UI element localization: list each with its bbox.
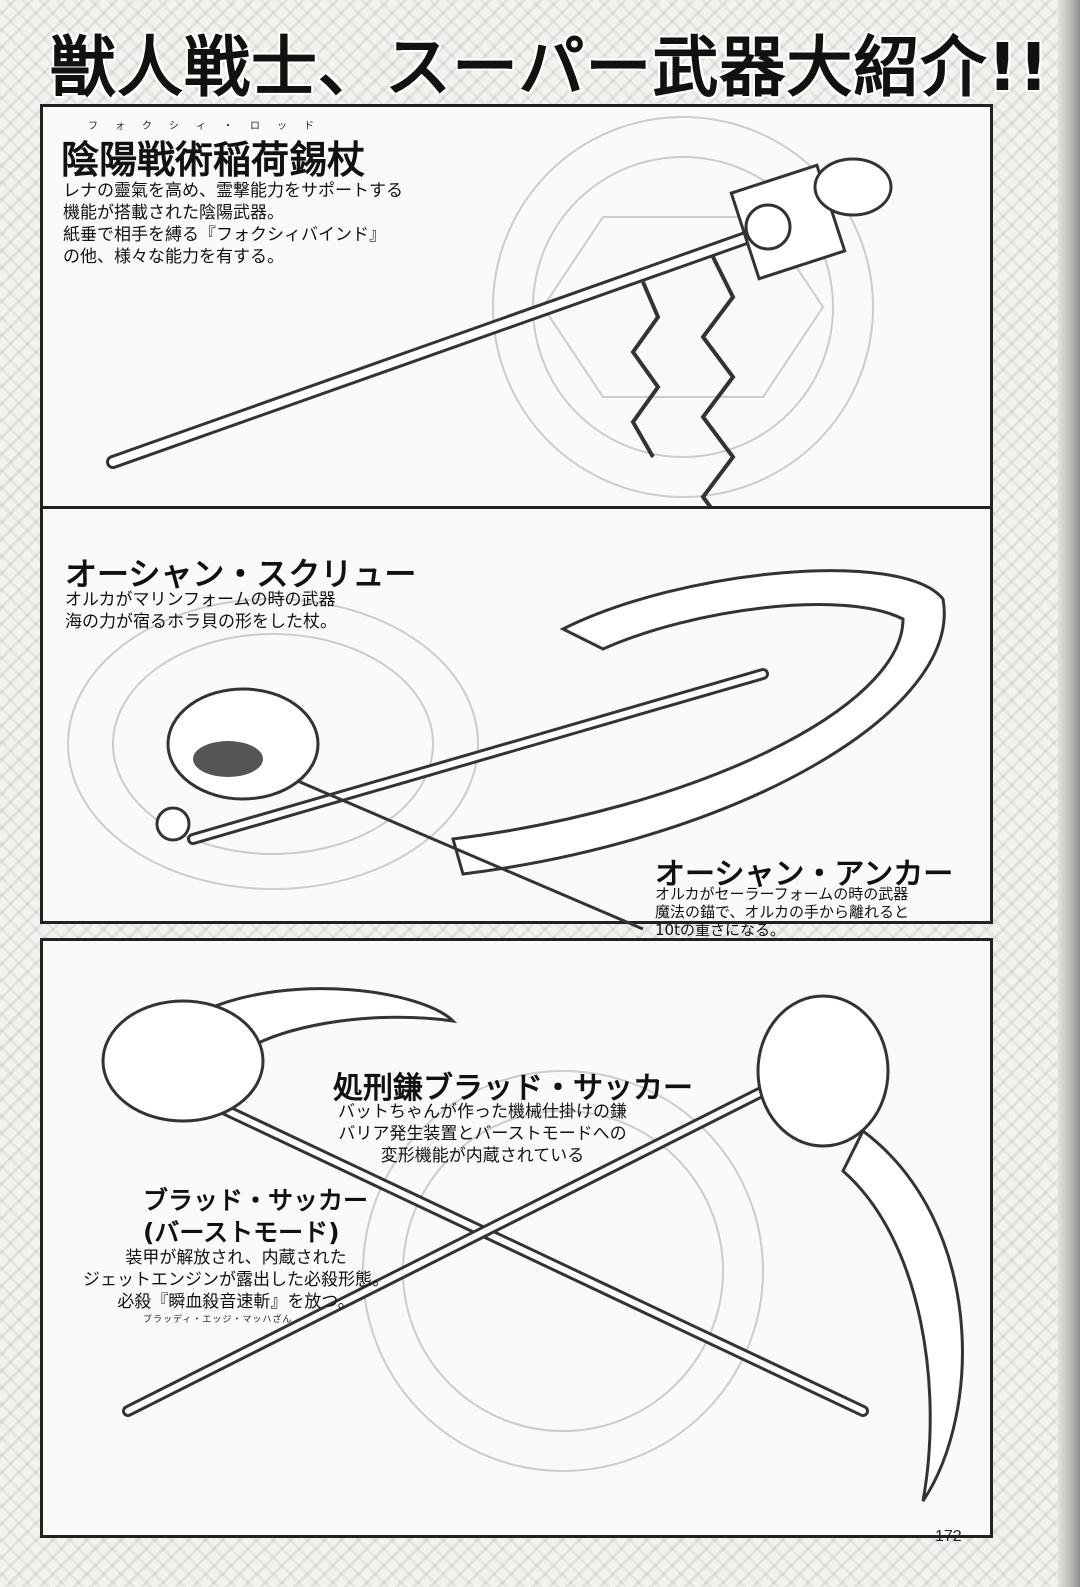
page-title: 獣人戦士、スーパー武器大紹介!! — [50, 29, 1050, 106]
burst-mode-head — [101, 999, 265, 1123]
anchor-shaft — [292, 777, 644, 931]
foxy-rod-description: レナの靈氣を高め、霊撃能力をサポートする 機能が搭載された陰陽武器。 紙垂で相手… — [63, 181, 403, 267]
fox-figure — [813, 157, 893, 217]
panel-foxy-rod: フォクシィ・ロッド 陰陽戦術稲荷錫杖 レナの靈氣を高め、霊撃能力をサポートする … — [40, 104, 993, 579]
foxy-rod-name: 陰陽戦術稲荷錫杖 — [61, 138, 366, 182]
scythe-blade-burst — [200, 987, 458, 1053]
ocean-weapons-illustration — [67, 569, 946, 931]
staff-end-cap — [155, 806, 191, 842]
conch-opening — [193, 741, 263, 777]
blood-sucker-illustration — [101, 987, 964, 1502]
book-spine-edge — [1058, 0, 1080, 1587]
anchor-blade — [451, 569, 946, 876]
magic-circle-ocean — [67, 598, 479, 890]
magic-circle-bat — [362, 1070, 764, 1472]
blood-sucker-name: 処刑鎌ブラッド・サッカー — [333, 1071, 693, 1106]
panel-ocean-weapons: オーシャン・スクリュー オルカがマリンフォームの時の武器 海の力が宿るホラ貝の形… — [40, 506, 993, 939]
page-number: 172 — [935, 1528, 962, 1545]
burst-mode-ruby: ブラッディ・エッジ・マッハざん — [143, 1315, 293, 1325]
ocean-screw-name: オーシャン・スクリュー — [65, 555, 417, 593]
scythe-blade — [841, 1128, 964, 1502]
burst-mode-name-line1: ブラッド・サッカー — [143, 1186, 369, 1215]
blood-sucker-description: バットちゃんが作った機械仕掛けの鎌 バリア発生装置とバーストモードへの 変形機能… — [338, 1102, 627, 1166]
staff-gear — [744, 203, 792, 251]
burst-mode-name-line2: (バーストモード) — [143, 1218, 340, 1247]
ocean-anchor-description: オルカがセーラーフォームの時の武器 魔法の錨で、オルカの手から離れると 10tの… — [655, 885, 909, 939]
ocean-anchor-name: オーシャン・アンカー — [655, 857, 954, 892]
foxy-rod-ruby: フォクシィ・ロッド — [88, 121, 331, 132]
panel-blood-sucker: 処刑鎌ブラッド・サッカー バットちゃんが作った機械仕掛けの鎌 バリア発生装置とバ… — [40, 938, 993, 1538]
shide-paper-streamer-2 — [630, 281, 661, 458]
ocean-screw-description: オルカがマリンフォームの時の武器 海の力が宿るホラ貝の形をした杖。 — [65, 590, 337, 632]
magic-circle-outer — [492, 116, 874, 498]
bat-shield-head — [756, 994, 890, 1148]
burst-mode-description: 装甲が解放され、内蔵された ジェットエンジンが露出した必殺形態。 必殺『瞬血殺音… — [83, 1248, 389, 1312]
